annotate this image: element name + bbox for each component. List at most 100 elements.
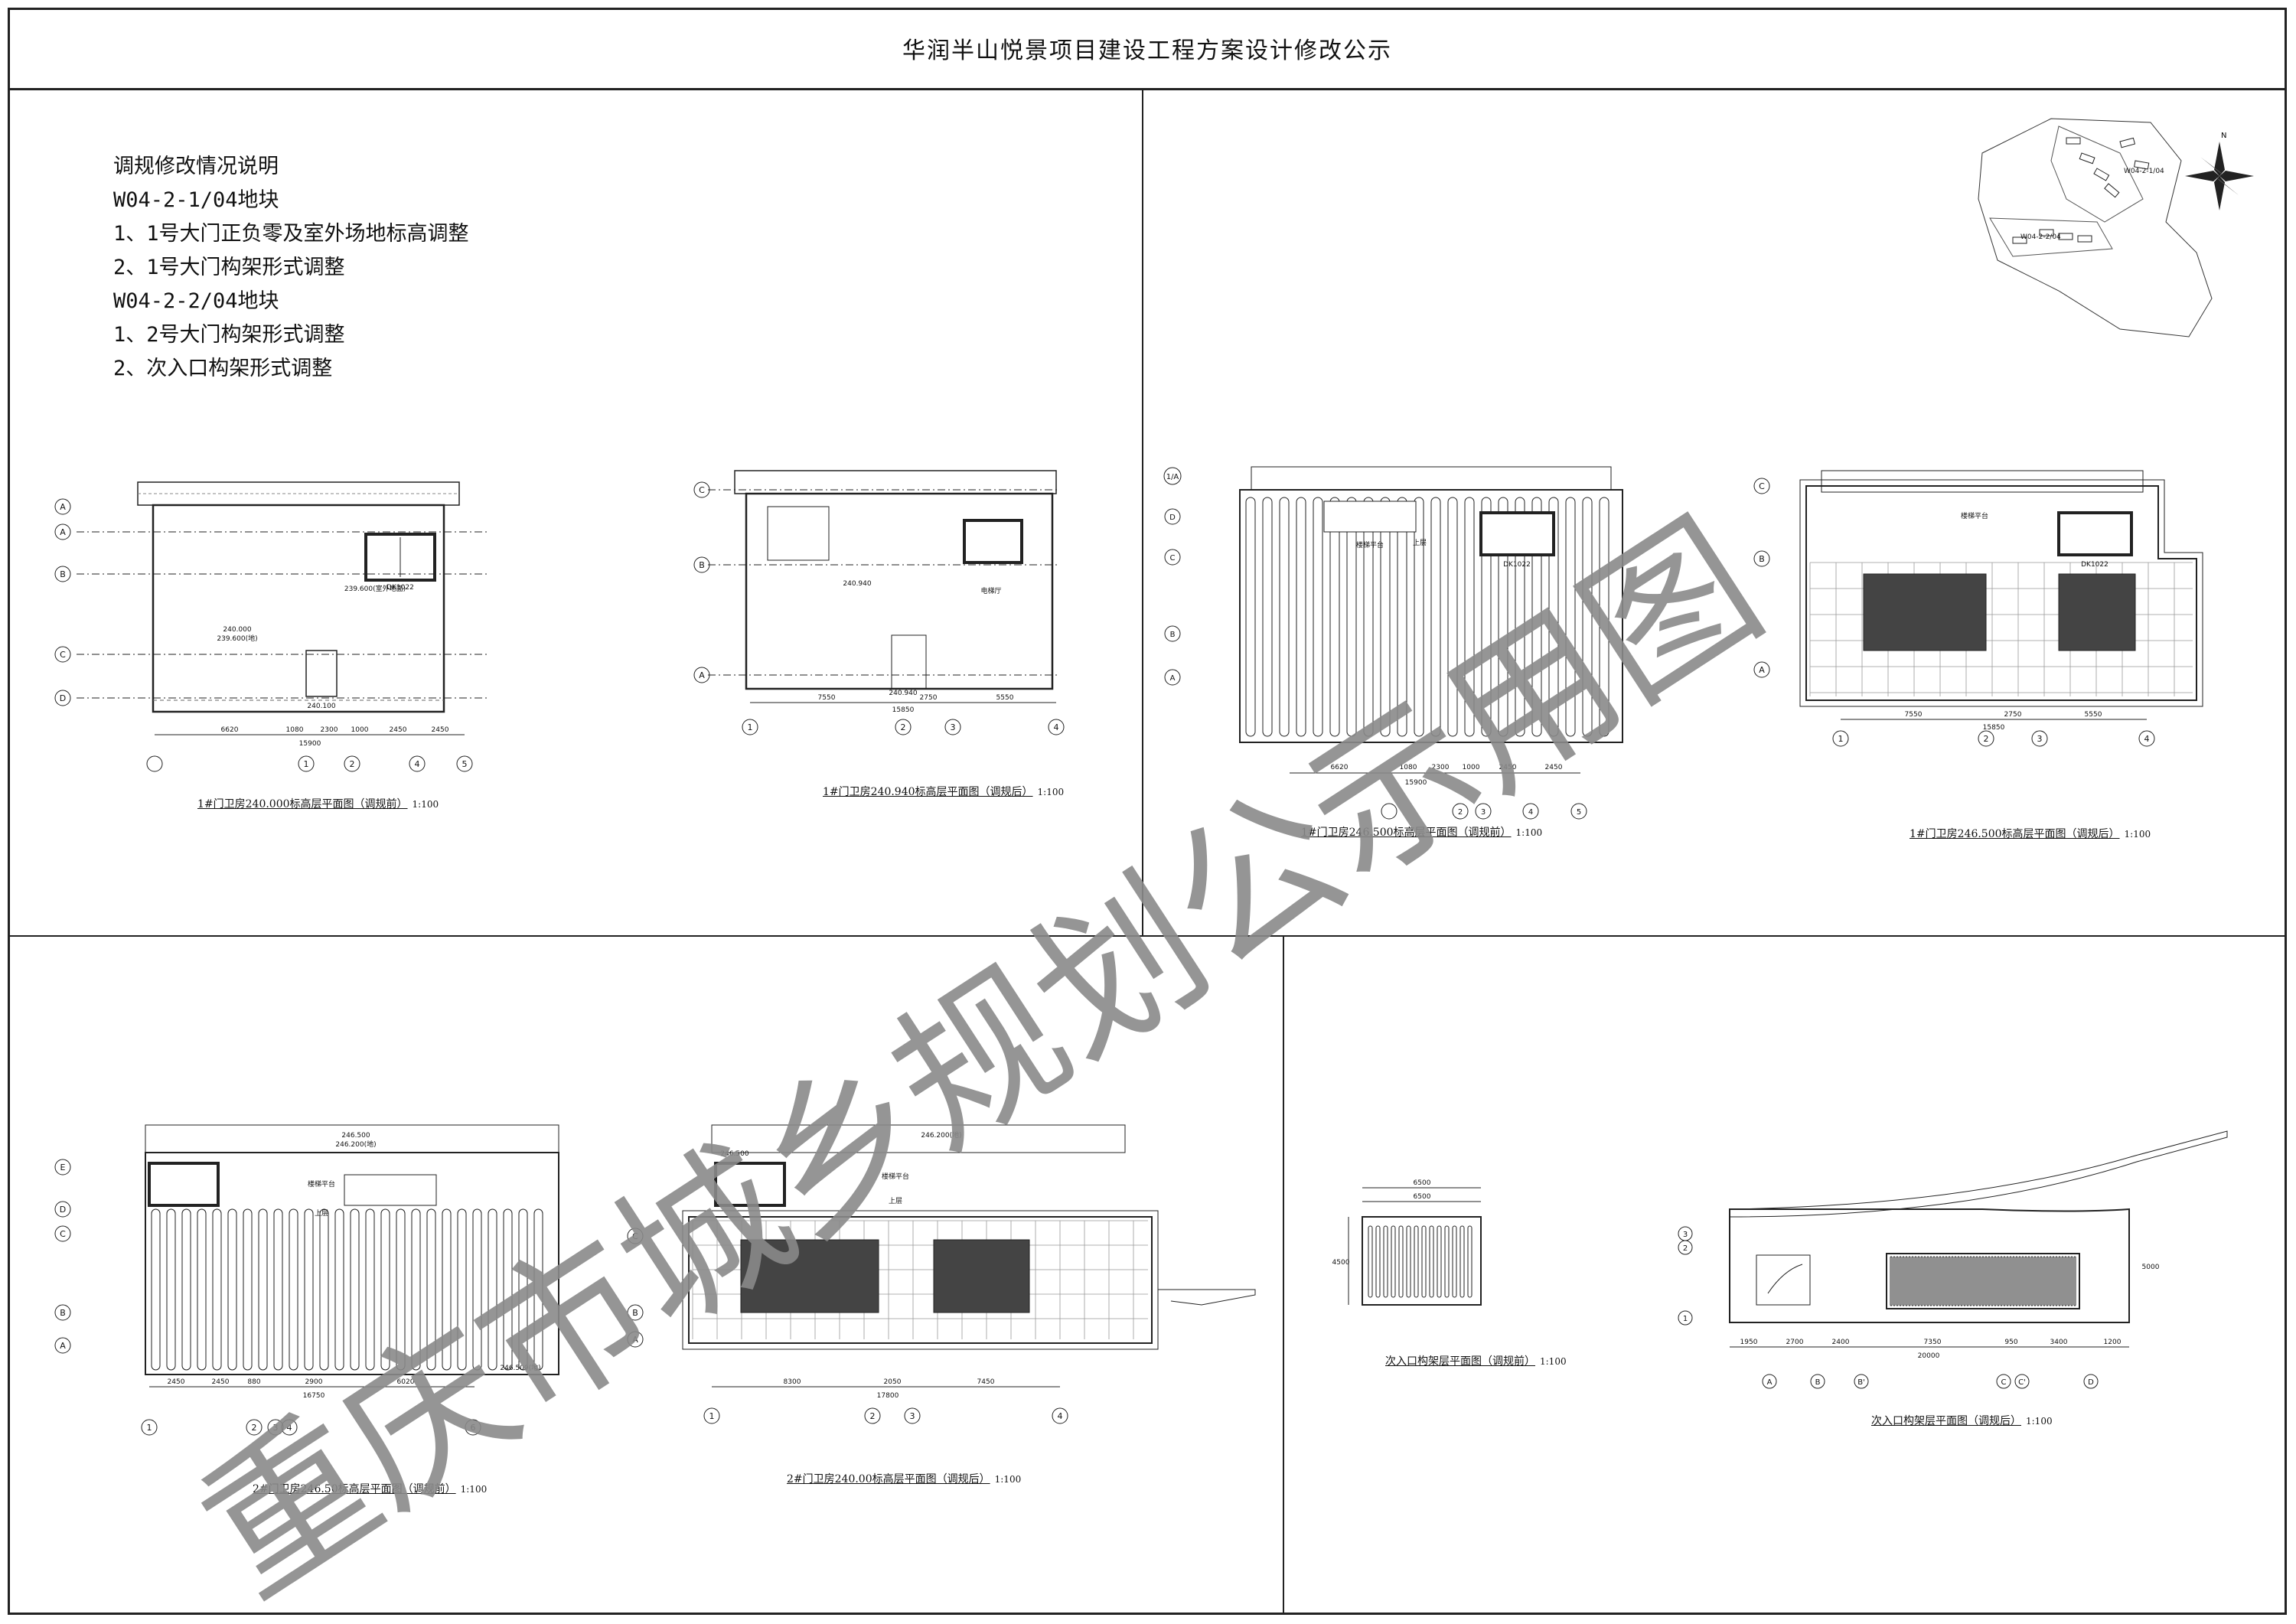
drawing-caption: 1#门卫房246.500标高层平面图（调规前）1:100 <box>1301 827 1543 839</box>
louver-slat <box>533 1208 543 1371</box>
louver-slat <box>1296 497 1306 737</box>
louver-slat <box>1414 497 1424 737</box>
louver-slat <box>1329 497 1340 737</box>
axis-label: 1 <box>709 1411 715 1421</box>
axis-label: B <box>699 560 705 570</box>
dimension: 5000 <box>2142 1264 2160 1271</box>
louver-slat <box>289 1208 298 1371</box>
axis-label: A <box>60 502 66 512</box>
louver-slat <box>2061 1256 2064 1306</box>
key-plan-building <box>2134 160 2150 170</box>
louver-slat <box>1380 497 1391 737</box>
louver-slat <box>1929 1256 1932 1306</box>
louver-slat <box>2012 1256 2015 1306</box>
louver-slat <box>1245 497 1256 737</box>
louver-slat <box>1444 1225 1450 1298</box>
dimension: 2450 <box>390 726 407 734</box>
louver-slat <box>2021 1256 2024 1306</box>
louver-slat <box>488 1208 497 1371</box>
axis-label: E <box>60 1163 66 1172</box>
louver-slat <box>457 1208 467 1371</box>
dimension: 1200 <box>2104 1339 2122 1346</box>
louver-slat <box>1908 1256 1911 1306</box>
louver-slat <box>1954 1256 1957 1306</box>
louver-slat <box>212 1208 222 1371</box>
louver-slat <box>1985 1256 1988 1306</box>
dimension-total: 16750 <box>303 1392 325 1400</box>
drawing-caption: 次入口构架层平面图（调规后）1:100 <box>1871 1415 2053 1427</box>
louver-slat <box>1911 1256 1914 1306</box>
louver-slat <box>1975 1256 1978 1306</box>
axis-label: B <box>60 569 66 579</box>
elevation-label: 240.100 <box>307 703 335 710</box>
axis-label: B <box>1170 631 1176 639</box>
axis-label: B <box>632 1308 638 1318</box>
plan-gatehouse1-240-after: C B A 1 2 3 4 7550 2750 5550 15850 240.9… <box>693 470 1065 735</box>
louver-slat <box>1902 1256 1905 1306</box>
louver-slat <box>2055 1256 2058 1306</box>
louver-slat <box>197 1208 207 1371</box>
louver-slat <box>1548 497 1559 737</box>
key-plan-building <box>2104 183 2120 198</box>
dimension: 1000 <box>1463 764 1480 771</box>
louver-slat <box>1346 497 1357 737</box>
modification-notes: 调规修改情况说明 W04-2-1/04地块 1、1号大门正负零及室外场地标高调整… <box>113 150 469 386</box>
dimension-total: 20000 <box>1918 1352 1940 1360</box>
drawing-caption: 2#门卫房246.50标高层平面图（调规前）1:100 <box>253 1483 488 1495</box>
louver-slat <box>2052 1256 2055 1306</box>
louver-slat <box>2064 1256 2067 1306</box>
louver-slat <box>1923 1256 1926 1306</box>
axis-label: C <box>60 650 66 660</box>
louver-slat <box>503 1208 513 1371</box>
room-label: 电梯厅 <box>980 586 1001 595</box>
room-label: 楼梯平台 <box>882 1172 909 1181</box>
louver-slat <box>1981 1256 1985 1306</box>
louver-slat <box>273 1208 283 1371</box>
louver-slat <box>350 1208 360 1371</box>
axis-label: 2 <box>1458 808 1463 817</box>
key-plan-tag: W04-2-2/04 <box>2020 233 2061 241</box>
axis-label: 1/A <box>1166 473 1179 481</box>
dimension: 3400 <box>2050 1339 2068 1346</box>
louver-slat <box>1948 1256 1951 1306</box>
axis-label: A <box>60 527 66 537</box>
elevator-label: DK1022 <box>2081 561 2108 569</box>
louver-slat <box>2006 1256 2009 1306</box>
louver-slat <box>1969 1256 1972 1306</box>
axis-label: 4 <box>1058 1411 1063 1421</box>
axis-label: A <box>60 1341 66 1351</box>
louver-slat <box>1896 1256 1899 1306</box>
dimension: 1080 <box>286 726 304 734</box>
louver-slat <box>2070 1256 2073 1306</box>
dimension: 2450 <box>212 1378 230 1386</box>
louver-slat <box>1368 1225 1373 1298</box>
room-label: 上层 <box>889 1197 902 1205</box>
elevation-label: 240.940 <box>889 690 917 697</box>
elevation-label: 246.500 <box>720 1150 748 1158</box>
louver-slat <box>2027 1256 2030 1306</box>
louver-slat <box>365 1208 375 1371</box>
louver-slat <box>1414 1225 1419 1298</box>
louver-slat <box>1406 1225 1411 1298</box>
elevator-label: DK1022 <box>1503 561 1531 569</box>
axis-label: A <box>632 1335 638 1345</box>
dimension: 5550 <box>996 694 1014 702</box>
notes-heading: 调规修改情况说明 <box>113 155 279 178</box>
axis-label: 3 <box>273 1423 279 1433</box>
key-plan: W04-2-1/04 W04-2-2/04 N <box>1978 118 2254 338</box>
axis-label: 4 <box>2144 734 2150 744</box>
louver-slat <box>1914 1256 1917 1306</box>
notes-line: W04-2-2/04地块 <box>113 289 279 313</box>
axis-label: C <box>60 1229 66 1239</box>
louver-slat <box>1978 1256 1981 1306</box>
key-plan-building <box>2079 152 2095 165</box>
key-plan-building <box>2058 233 2073 240</box>
louver-slat <box>1963 1256 1966 1306</box>
dimension: 880 <box>247 1378 260 1386</box>
louver-slat <box>1467 1225 1473 1298</box>
room-label: 上层 <box>315 1209 328 1218</box>
dimension: 2450 <box>432 726 449 734</box>
key-plan-tag: W04-2-1/04 <box>2124 168 2164 175</box>
notes-line: 1、2号大门构架形式调整 <box>113 323 345 347</box>
louver-slat <box>304 1208 314 1371</box>
